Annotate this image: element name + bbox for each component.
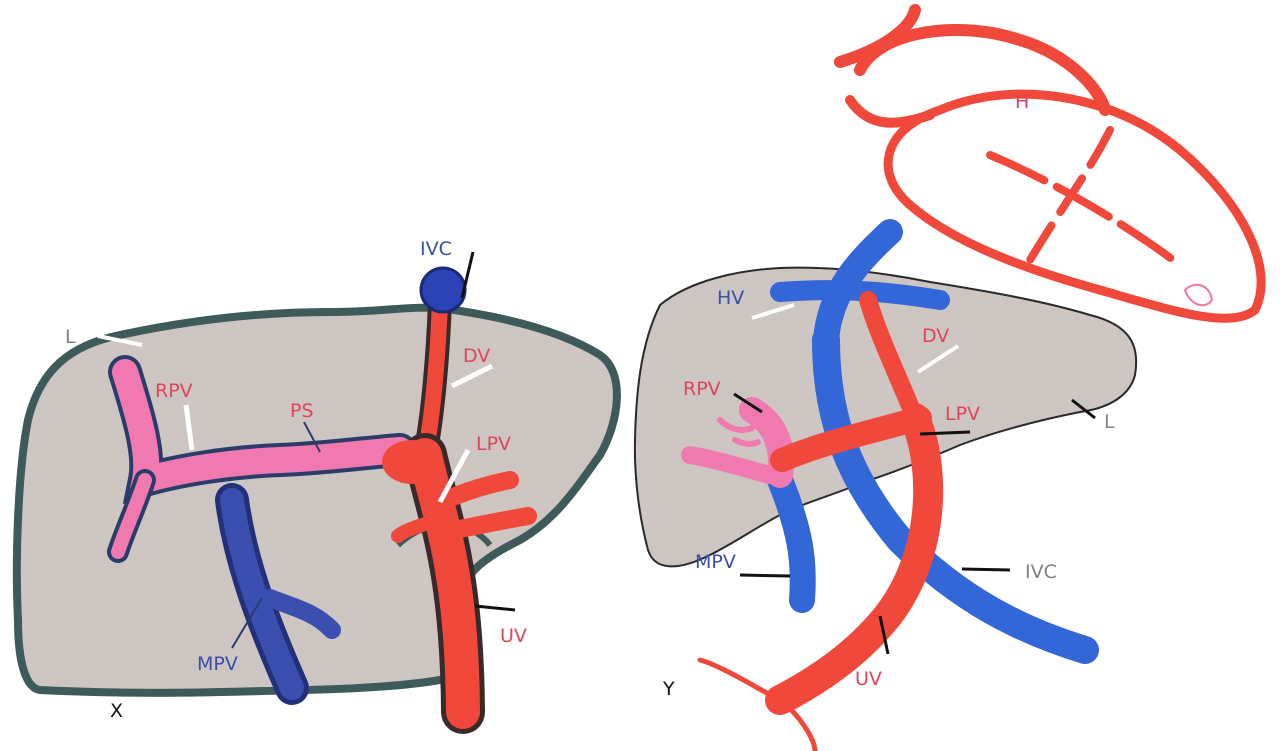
leader-ivc-x — [462, 252, 473, 298]
panel-x: IVC L DV RPV PS LPV MPV UV X — [17, 238, 617, 722]
label-lpv-x: LPV — [476, 433, 511, 455]
label-h-y: H — [1015, 91, 1029, 113]
label-rpv-y: RPV — [683, 378, 721, 400]
panel-label-x: X — [110, 700, 123, 722]
mpv-y — [780, 480, 803, 600]
label-l-y: L — [1104, 411, 1115, 433]
leader-uv-x — [475, 606, 515, 610]
label-uv-x: UV — [500, 625, 527, 647]
label-dv-x: DV — [463, 345, 490, 367]
ivc-x — [421, 268, 465, 312]
heart-apex-texture — [1185, 285, 1212, 305]
umbilical-y-tail — [700, 660, 780, 700]
label-hv-y: HV — [717, 287, 744, 309]
leader-mpv-y — [740, 575, 790, 576]
label-rpv-x: RPV — [155, 380, 193, 402]
label-dv-y: DV — [922, 325, 949, 347]
label-ivc-x: IVC — [420, 238, 452, 260]
label-ivc-y: IVC — [1025, 561, 1057, 583]
heart-septum — [990, 155, 1180, 265]
heart-y — [840, 10, 1261, 318]
label-mpv-y: MPV — [695, 551, 736, 573]
label-l-x: L — [65, 326, 76, 348]
heart-vessel-loop — [850, 100, 930, 123]
label-uv-y: UV — [855, 668, 882, 690]
label-ps-x: PS — [290, 400, 314, 422]
leader-lpv-y — [920, 432, 970, 434]
panel-y: H HV DV RPV LPV L MPV IVC UV Y — [635, 10, 1261, 751]
leader-ivc-y — [962, 569, 1010, 570]
heart-septum-vertical — [1030, 130, 1110, 260]
panel-label-y: Y — [662, 678, 675, 700]
label-mpv-x: MPV — [197, 653, 238, 675]
label-lpv-y: LPV — [945, 403, 980, 425]
lpv-x-junction — [382, 440, 442, 484]
liver-x — [17, 308, 617, 693]
